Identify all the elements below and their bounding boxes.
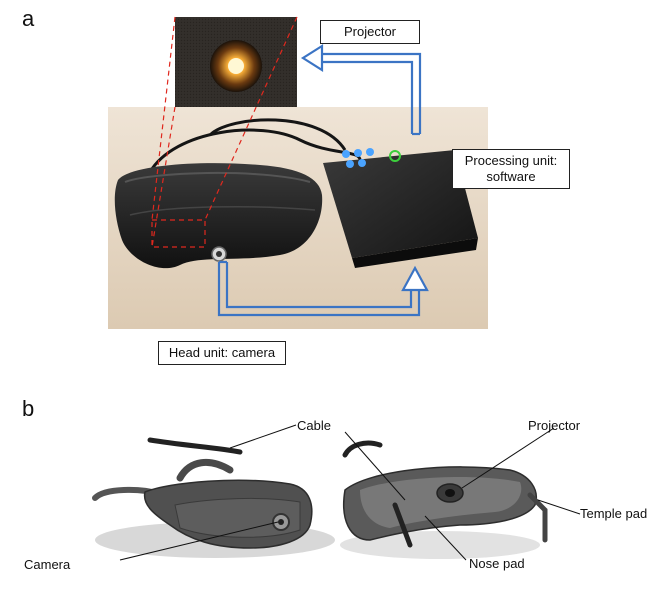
projector-callout-label: Projector <box>528 418 581 433</box>
goggle-front-view <box>92 437 313 549</box>
goggle-rear-view <box>342 440 548 548</box>
power-led <box>389 150 401 162</box>
cable-label: Cable <box>297 418 331 433</box>
button-4 <box>346 160 354 168</box>
processing-unit-label-line2: software <box>486 169 536 184</box>
processing-unit-box <box>323 150 478 258</box>
button-3 <box>366 148 374 156</box>
leader-lines <box>119 424 581 561</box>
arrow-processing-to-projector <box>300 44 422 136</box>
nose-pad-label: Nose pad <box>469 556 525 571</box>
arrow-camera-to-processing <box>217 260 429 317</box>
panel-b-letter: b <box>22 396 35 421</box>
camera-label: Camera <box>24 557 71 572</box>
button-5 <box>358 159 366 167</box>
zoom-indicator <box>151 16 298 248</box>
panel-a-letter: a <box>22 6 35 31</box>
head-unit-label: Head unit: camera <box>158 341 286 365</box>
button-2 <box>354 149 362 157</box>
head-unit-goggles <box>114 163 323 269</box>
projector-label: Projector <box>320 20 420 44</box>
temple-pad-label: Temple pad <box>580 506 648 521</box>
button-1 <box>342 150 350 158</box>
processing-unit-label: Processing unit: software <box>452 149 570 189</box>
processing-unit-label-line1: Processing unit: <box>464 153 558 168</box>
